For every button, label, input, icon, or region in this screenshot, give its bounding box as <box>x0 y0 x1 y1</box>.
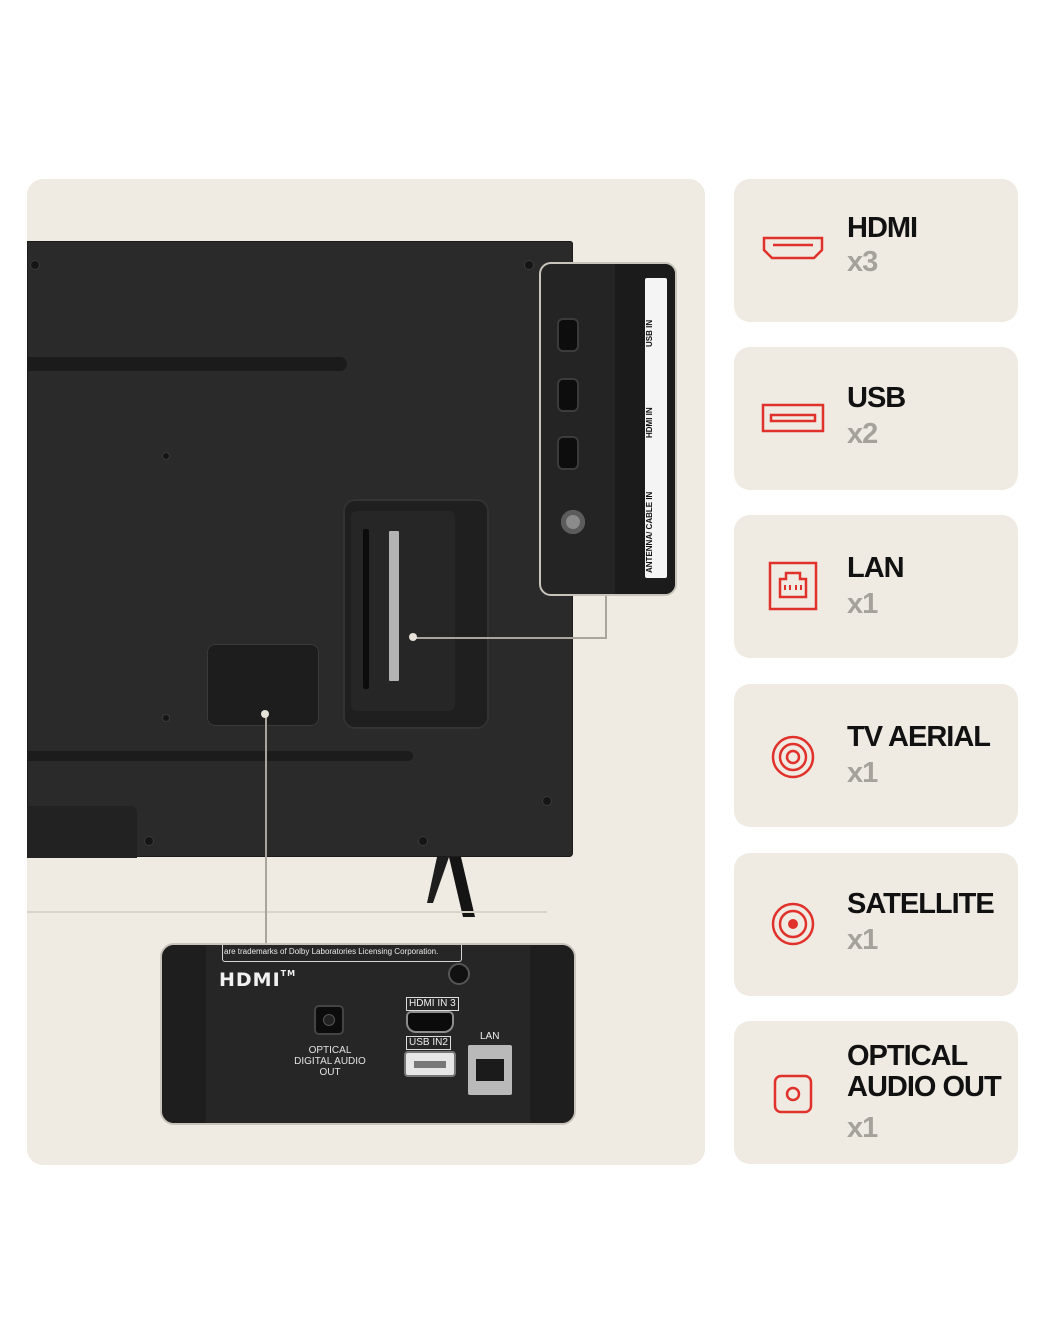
port-card-satellite: SATELLITE x1 <box>734 853 1018 996</box>
rear-foot-housing <box>27 806 137 858</box>
lan-label: LAN <box>480 1031 500 1042</box>
port-card-usb: USB x2 <box>734 347 1018 490</box>
card-title: TV AERIAL <box>847 721 991 753</box>
callout-dot <box>409 633 417 641</box>
optical-audio-icon <box>760 1061 826 1127</box>
usb-in-label: USB IN <box>645 319 654 347</box>
bottom-ports-zoom: are trademarks of Dolby Laboratories Lic… <box>160 943 576 1125</box>
hdmi-icon <box>760 215 826 281</box>
notice-frame <box>222 945 462 962</box>
rear-lower-bar <box>27 751 413 761</box>
side-port-recess <box>343 499 489 729</box>
hdmi-in-label: HDMI IN <box>645 407 654 439</box>
callout-dot <box>261 710 269 718</box>
side-ports-zoom: USB IN HDMI IN ANTENNA/ CABLE IN <box>539 262 677 596</box>
satellite-icon <box>760 891 826 957</box>
antenna-in-label: ANTENNA/ CABLE IN <box>645 491 654 573</box>
usb-port <box>406 1053 454 1075</box>
card-count: x2 <box>847 418 878 450</box>
usb-port <box>559 320 577 350</box>
optical-port-label: OPTICAL DIGITAL AUDIO OUT <box>294 1045 366 1078</box>
card-count: x1 <box>847 1112 878 1144</box>
hdmi-port <box>408 1013 452 1031</box>
port-card-lan: LAN x1 <box>734 515 1018 658</box>
card-count: x1 <box>847 588 878 620</box>
dolby-notice-text: are trademarks of Dolby Laboratories Lic… <box>224 947 439 956</box>
floor-shadow-line <box>27 911 547 913</box>
callout-line-bottom <box>265 715 267 945</box>
card-title: HDMI <box>847 212 918 244</box>
lan-icon <box>760 553 826 619</box>
tv-rear-illustration-panel: USB IN HDMI IN ANTENNA/ CABLE IN are tra… <box>27 179 705 1165</box>
tv-aerial-icon <box>760 724 826 790</box>
tv-stand-leg <box>427 857 475 917</box>
card-count: x1 <box>847 757 878 789</box>
card-count: x3 <box>847 246 878 278</box>
antenna-connector <box>561 510 585 534</box>
rear-vent <box>27 357 347 371</box>
port-card-hdmi: HDMI x3 <box>734 179 1018 322</box>
panel-screw <box>450 965 468 983</box>
card-title: SATELLITE <box>847 888 995 920</box>
screw <box>419 837 427 845</box>
hdmi-in-3-label: HDMI IN 3 <box>406 997 459 1011</box>
card-title: LAN <box>847 552 905 584</box>
optical-audio-port <box>316 1007 342 1033</box>
usb-in-2-label: USB IN2 <box>406 1036 451 1050</box>
screw <box>163 715 169 721</box>
screw <box>163 453 169 459</box>
hdmi-port <box>559 438 577 468</box>
screw <box>525 261 533 269</box>
card-title: USB <box>847 382 906 414</box>
screw <box>543 797 551 805</box>
tv-rear-body <box>27 241 573 858</box>
screw <box>31 261 39 269</box>
usb-icon <box>760 385 826 451</box>
screw <box>145 837 153 845</box>
port-card-optical-audio-out: OPTICAL AUDIO OUT x1 <box>734 1021 1018 1164</box>
card-title: OPTICAL AUDIO OUT <box>847 1040 1002 1103</box>
callout-line-side <box>605 592 607 637</box>
card-count: x1 <box>847 924 878 956</box>
port-card-tv-aerial: TV AERIAL x1 <box>734 684 1018 827</box>
lan-port <box>468 1045 512 1095</box>
callout-line-side <box>413 637 607 639</box>
hdmi-logo: HDMITM <box>219 969 297 991</box>
hdmi-port <box>559 380 577 410</box>
